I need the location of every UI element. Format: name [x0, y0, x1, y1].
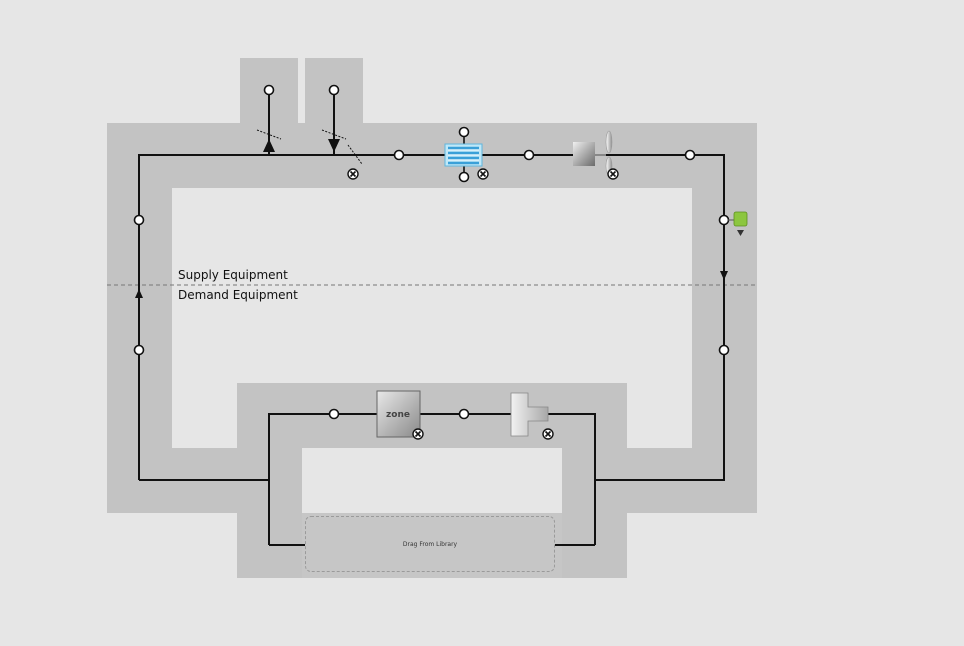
node[interactable]	[458, 126, 470, 138]
cooling-coil-icon[interactable]	[444, 143, 483, 167]
fan-icon[interactable]	[573, 130, 613, 176]
oa-arrow-down	[328, 139, 340, 152]
relief-damper-icon	[347, 144, 363, 165]
thermal-zone-icon[interactable]: zone	[376, 390, 421, 438]
node[interactable]	[523, 149, 535, 161]
remove-icon[interactable]	[542, 428, 554, 440]
remove-icon[interactable]	[607, 168, 619, 180]
air-terminal-icon[interactable]	[510, 392, 549, 437]
demand-equipment-label: Demand Equipment	[178, 288, 298, 302]
node[interactable]	[328, 408, 340, 420]
remove-icon[interactable]	[412, 428, 424, 440]
nodes	[133, 84, 730, 420]
drag-from-library-drop-zone[interactable]: Drag From Library	[305, 516, 555, 572]
remove-icon[interactable]	[477, 168, 489, 180]
remove-icons	[347, 168, 619, 440]
loop-lines	[138, 90, 725, 546]
node[interactable]	[263, 84, 275, 96]
setpoint-manager-icon[interactable]	[728, 211, 748, 236]
oa-arrow-up	[263, 139, 275, 152]
supply-equipment-label: Supply Equipment	[178, 268, 288, 282]
node[interactable]	[328, 84, 340, 96]
node[interactable]	[718, 214, 730, 226]
zone-label: zone	[386, 410, 410, 420]
node[interactable]	[393, 149, 405, 161]
drop-zone-label: Drag From Library	[402, 541, 458, 548]
node[interactable]	[133, 344, 145, 356]
remove-icon[interactable]	[347, 168, 359, 180]
damper-icon	[321, 129, 347, 140]
node[interactable]	[718, 344, 730, 356]
node[interactable]	[458, 408, 470, 420]
node[interactable]	[458, 171, 470, 183]
node[interactable]	[684, 149, 696, 161]
node[interactable]	[133, 214, 145, 226]
flow-arrow-up	[135, 289, 143, 298]
damper-icon	[256, 129, 282, 140]
flow-arrow-down	[720, 271, 728, 280]
